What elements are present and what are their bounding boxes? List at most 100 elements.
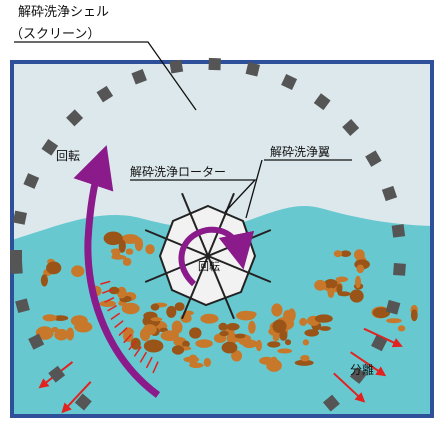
shell-label-line2: （スクリーン）	[10, 27, 100, 42]
rotor-blade	[181, 192, 209, 257]
ore-particle	[74, 321, 93, 333]
screen-block	[313, 93, 331, 111]
ore-particle	[122, 257, 132, 266]
leader-lines	[14, 41, 352, 219]
ore-particle	[200, 313, 219, 324]
ore-particle	[183, 356, 200, 363]
screen-block	[12, 210, 27, 225]
screen-block	[15, 298, 30, 314]
separation-arrow	[333, 372, 366, 403]
ore-particle	[314, 314, 333, 323]
ore-particle	[171, 345, 185, 355]
ore-particle	[145, 244, 155, 255]
outer-rotation-arrow	[73, 145, 161, 398]
ore-particle	[336, 283, 343, 295]
ore-particle	[121, 234, 140, 244]
screen-block	[371, 335, 388, 352]
ore-particle	[355, 275, 361, 289]
ore-particle	[234, 333, 246, 339]
ore-particle	[40, 274, 49, 287]
screen-block	[342, 119, 360, 136]
ore-particle	[189, 327, 202, 339]
ore-particle	[248, 320, 256, 334]
screen-block	[10, 261, 23, 275]
ore-particle	[99, 300, 116, 308]
rotation-ticks	[100, 280, 159, 374]
ore-particle	[160, 330, 179, 342]
separation-arrow	[61, 381, 92, 414]
screen-block	[322, 394, 340, 412]
ore-particle	[103, 231, 123, 246]
screen-block	[41, 138, 59, 156]
inner-rotation-arrow	[178, 226, 255, 287]
screen-block	[385, 299, 401, 315]
ore-particle	[226, 323, 240, 331]
rotation-tick	[110, 312, 121, 321]
ore-particle	[300, 355, 310, 362]
screen-block	[169, 59, 184, 74]
screen-block	[281, 74, 298, 90]
rotation-tick	[104, 297, 115, 303]
ore-particle	[134, 237, 144, 252]
ore-particle	[118, 239, 126, 253]
separation-label: 分離	[350, 363, 374, 377]
ore-particle	[372, 307, 391, 319]
ore-particle	[397, 325, 406, 332]
screen-block	[393, 262, 406, 276]
ore-particle	[304, 329, 320, 337]
shell-label-line1: 解砕洗浄シェル	[18, 5, 109, 20]
ore-particle	[356, 264, 365, 274]
ore-particle	[231, 350, 243, 362]
rotation-tick	[107, 304, 117, 312]
blade-leader-line	[245, 159, 352, 219]
rotor-blade	[207, 255, 235, 320]
frame-border	[10, 60, 434, 418]
ore-particle	[272, 319, 287, 334]
ore-particle	[340, 250, 352, 257]
ore-particle	[267, 341, 281, 348]
ore-particle	[245, 311, 257, 318]
screen-block	[208, 57, 221, 71]
screen-block	[10, 250, 22, 262]
ore-particle	[42, 314, 57, 322]
ore-particle	[150, 303, 160, 311]
separation-arrow	[363, 327, 403, 348]
screen-block	[96, 85, 114, 103]
ore-particle	[182, 340, 190, 348]
rotation-tick	[152, 361, 159, 374]
rotation-tick	[133, 346, 142, 357]
ore-particle	[71, 265, 85, 278]
ore-particle	[166, 305, 177, 318]
ore-particle	[150, 317, 163, 322]
rotor-blade	[181, 255, 209, 320]
ore-particle	[272, 333, 280, 342]
rotor-label: 解砕洗浄ローター	[130, 164, 226, 179]
rotation-tick	[102, 288, 113, 294]
rotation-tick	[128, 340, 137, 351]
ore-particle	[219, 330, 229, 337]
ore-particle	[314, 279, 327, 291]
screen-block	[391, 224, 406, 238]
ore-particle	[66, 327, 75, 341]
ore-particle	[122, 329, 134, 342]
blade-label: 解砕洗浄翼	[270, 144, 330, 159]
ore-particle	[54, 328, 69, 341]
ore-particle	[46, 261, 62, 275]
ore-particle	[110, 248, 122, 254]
ore-particle	[218, 322, 228, 331]
ore-particle	[386, 318, 402, 324]
ore-particle	[255, 339, 262, 352]
ore-particle	[130, 337, 141, 350]
ore-particle	[143, 339, 164, 353]
rotation-tick	[118, 327, 128, 336]
ore-particle	[52, 315, 69, 321]
screen-block	[349, 367, 367, 384]
rotation-tick	[100, 280, 111, 285]
ore-particle	[121, 302, 140, 315]
ore-particle	[319, 326, 331, 331]
ore-particle	[333, 250, 343, 258]
rotor-blade	[144, 255, 209, 283]
ore-particle	[327, 287, 335, 298]
ore-particle	[410, 309, 418, 322]
rotor	[144, 192, 272, 320]
